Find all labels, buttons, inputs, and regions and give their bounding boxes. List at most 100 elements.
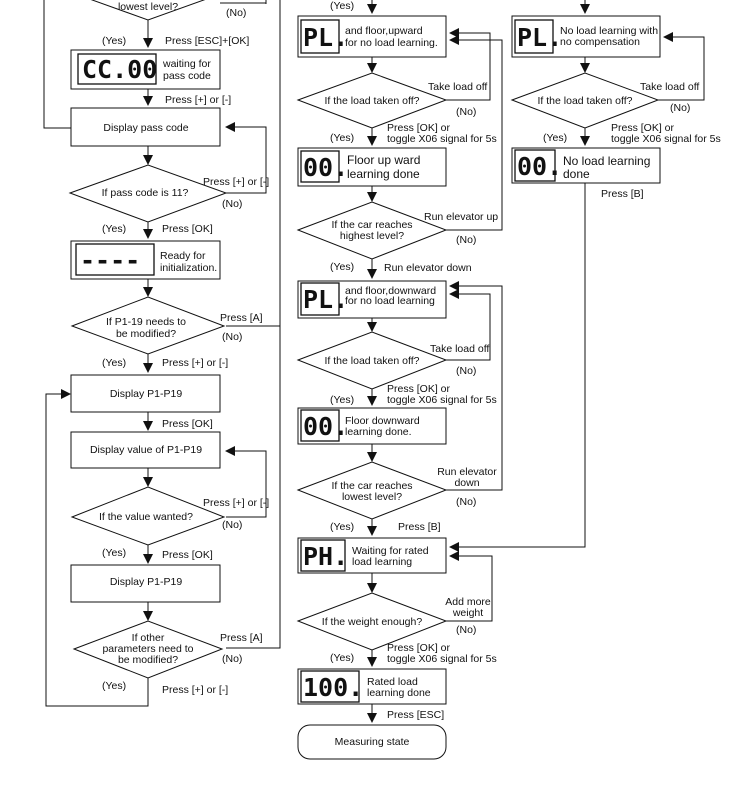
press-plus-minus-label: Press [+] or [-]	[162, 357, 228, 369]
no-load-done-text2: done	[563, 167, 590, 181]
take-load-off-label: Take load off	[430, 343, 489, 355]
run-up-label: Run elevator up	[424, 211, 498, 223]
toggle-x06-label: toggle X06 signal for 5s	[387, 653, 497, 665]
lcd-100: 100.	[303, 673, 363, 702]
lcd-frame	[300, 539, 346, 572]
no-label: (No)	[222, 653, 242, 665]
lcd-frame	[75, 243, 155, 276]
yes-label: (Yes)	[102, 357, 126, 369]
lcd-pl-down: PL.	[303, 285, 348, 314]
pl-down-text2: for no load learning	[345, 295, 435, 307]
yes-label: (Yes)	[330, 521, 354, 533]
middle-labels: (Yes) and floor,upward for no load learn…	[322, 0, 499, 748]
lcd-frame	[300, 282, 340, 316]
load-off-label: If the load taken off?	[538, 95, 633, 107]
rated-text1: Rated load	[367, 676, 418, 688]
connector-lines	[43, 0, 705, 723]
p119-line2: be modified?	[116, 328, 176, 340]
run-elevator-label: Run elevator	[437, 466, 497, 478]
take-load-off-label: Take load off	[428, 81, 487, 93]
no-label: (No)	[670, 102, 690, 114]
ph-text2: load learning	[352, 556, 412, 568]
other-params-decision	[72, 620, 224, 679]
nocomp-text1: No load learning with	[560, 25, 658, 37]
left-shapes	[68, 0, 228, 679]
value-wanted-label: If the value wanted?	[99, 511, 193, 523]
press-ok-label: Press [OK]	[162, 418, 213, 430]
lcd-frames	[75, 19, 556, 703]
lcd-frame	[77, 53, 157, 85]
display-value-box	[70, 431, 221, 469]
lowest-line1: If the car reaches	[331, 480, 412, 492]
yes-label: (Yes)	[330, 261, 354, 273]
yes-label: (Yes)	[330, 394, 354, 406]
display-p1-p19-label: Display P1-P19	[110, 388, 183, 400]
lcd-frame	[300, 150, 340, 183]
measuring-state-label: Measuring state	[335, 736, 410, 748]
pass-code-decision-label: If pass code is 11?	[102, 187, 189, 199]
display-p1-p19-box-b	[70, 564, 221, 603]
right-labels: No load learning with no compensation Ta…	[538, 25, 721, 200]
measuring-state-terminal	[297, 724, 447, 760]
highest-level-decision	[296, 201, 448, 260]
display-p1-p19-label: Display P1-P19	[110, 576, 183, 588]
press-b-label: Press [B]	[601, 188, 644, 200]
no-label: (No)	[222, 331, 242, 343]
lcd-floor-up: 00.	[303, 153, 348, 182]
yes-label: (Yes)	[330, 0, 354, 12]
ready-label: Ready for	[160, 250, 206, 262]
press-plus-minus-label: Press [+] or [-]	[203, 497, 269, 509]
press-b-label: Press [B]	[398, 521, 441, 533]
pl-down-text1: and floor,downward	[345, 285, 436, 297]
floor-up-text2: learning done	[347, 167, 420, 181]
yes-label: (Yes)	[543, 132, 567, 144]
other-line2: parameters need to	[102, 643, 193, 655]
waiting-label: waiting for	[162, 58, 211, 70]
display-pass-code-box	[70, 107, 221, 147]
lcd-frame	[300, 19, 340, 54]
lcd-dashes: ----	[80, 246, 140, 275]
floor-up-text1: Floor up ward	[347, 153, 420, 167]
load-off-label: If the load taken off?	[325, 355, 420, 367]
yes-label: (Yes)	[102, 223, 126, 235]
floor-down-text2: learning done.	[345, 426, 412, 438]
run-down-label: Run elevator down	[384, 262, 472, 274]
yes-label: (Yes)	[102, 547, 126, 559]
yes-label: (Yes)	[330, 652, 354, 664]
no-label: (No)	[456, 365, 476, 377]
p119-line1: If P1-19 needs to	[106, 316, 186, 328]
load-off-decision-right	[510, 72, 660, 129]
press-esc-ok-label: Press [ESC]+[OK]	[165, 35, 249, 47]
weight-label: weight	[452, 607, 483, 619]
lcd-cc00: CC.00	[82, 55, 157, 84]
initialization-label: initialization.	[160, 262, 217, 274]
value-wanted-decision	[70, 486, 226, 546]
other-line3: be modified?	[118, 654, 178, 666]
highest-line2: highest level?	[340, 230, 404, 242]
press-ok-label: Press [OK] or	[387, 642, 451, 654]
press-plus-minus-label: Press [+] or [-]	[165, 94, 231, 106]
yes-label: (Yes)	[102, 680, 126, 692]
lcd-frame	[300, 409, 340, 442]
load-off-decision-2	[296, 331, 448, 390]
toggle-x06-label: toggle X06 signal for 5s	[611, 133, 721, 145]
toggle-x06-label: toggle X06 signal for 5s	[387, 394, 497, 406]
press-ok-label: Press [OK] or	[387, 122, 451, 134]
no-label: (No)	[456, 496, 476, 508]
no-label: (No)	[226, 7, 246, 19]
lcd-pl-up: PL.	[303, 23, 348, 52]
display-value-label: Display value of P1-P19	[90, 444, 202, 456]
no-load-done-text1: No load learning	[563, 154, 650, 168]
weight-decision	[296, 592, 448, 651]
nocomp-text2: no compensation	[560, 36, 640, 48]
press-esc-label: Press [ESC]	[387, 709, 444, 721]
lowest-level-decision-left	[90, 0, 206, 21]
other-line1: If other	[132, 632, 165, 644]
ph-text1: Waiting for rated	[352, 545, 429, 557]
no-label: (No)	[456, 106, 476, 118]
pl-up-text2: for no load learning.	[345, 37, 438, 49]
yes-label: (Yes)	[330, 132, 354, 144]
lcd-pl-nocomp: PL.	[517, 23, 562, 52]
